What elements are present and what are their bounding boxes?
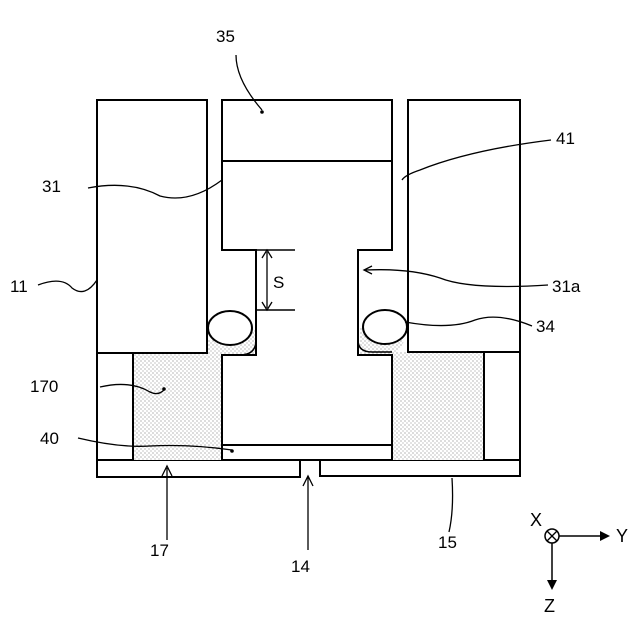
label-s: S: [273, 273, 284, 292]
label-40: 40: [40, 429, 59, 448]
axis-y-label: Y: [616, 526, 628, 546]
label-35: 35: [216, 27, 235, 46]
label-31: 31: [42, 177, 61, 196]
sealant-170: [133, 340, 222, 460]
label-17: 17: [150, 541, 169, 560]
axis-z-label: Z: [544, 596, 555, 616]
sealant-right-170: [392, 352, 484, 460]
label-31a: 31a: [552, 277, 581, 296]
label-14: 14: [291, 557, 310, 576]
label-15: 15: [438, 533, 457, 552]
axis-x-label: X: [530, 510, 542, 530]
coordinate-axes: [545, 529, 610, 590]
label-34: 34: [536, 317, 555, 336]
label-11: 11: [10, 277, 28, 296]
bottom-plate-15: [97, 460, 520, 477]
o-ring-34-right: [363, 310, 407, 344]
piston-31: [222, 100, 392, 460]
o-ring-34-left: [208, 311, 252, 345]
label-170: 170: [30, 377, 58, 396]
label-41: 41: [556, 129, 575, 148]
